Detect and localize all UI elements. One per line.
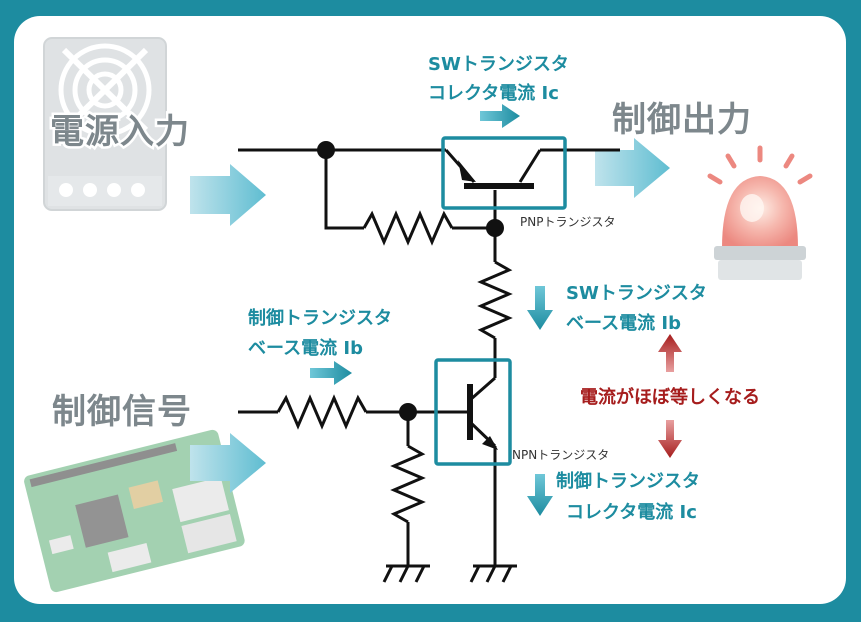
input-flow-arrow xyxy=(190,164,266,226)
power-input-label: 電源入力 xyxy=(50,112,190,152)
ctrl-collector-label-line1: 制御トランジスタ xyxy=(556,470,700,492)
sw-base-label-line2: ベース電流 Ib xyxy=(566,312,681,334)
ground-symbol-right xyxy=(469,564,517,583)
npn-part-label: NPNトランジスタ xyxy=(512,448,609,462)
collector-current-arrow xyxy=(480,104,520,128)
ctrl-base-label-line1: 制御トランジスタ xyxy=(248,307,392,329)
circuit-wires xyxy=(238,148,620,566)
power-supply-icon xyxy=(43,37,167,211)
sw-base-current-arrow xyxy=(527,286,553,330)
sw-collector-label-line2: コレクタ電流 Ic xyxy=(428,82,559,104)
pnp-part-label: PNPトランジスタ xyxy=(520,215,615,229)
warning-light-icon xyxy=(707,145,813,280)
sw-collector-label-line1: SWトランジスタ xyxy=(428,54,569,75)
output-flow-arrow xyxy=(595,138,670,198)
base-current-arrow xyxy=(310,361,352,385)
circuit-board-icon xyxy=(24,429,245,593)
equal-current-note: 電流がほぼ等しくなる xyxy=(580,386,760,408)
junction-node xyxy=(486,219,504,237)
npn-highlight-box xyxy=(434,358,512,466)
ground-symbol-left xyxy=(382,564,430,583)
junction-node xyxy=(317,141,335,159)
sw-base-label-line1: SWトランジスタ xyxy=(566,283,707,304)
equal-down-arrow xyxy=(658,420,682,458)
ctrl-base-label-line2: ベース電流 Ib xyxy=(248,337,363,359)
control-output-label: 制御出力 xyxy=(612,100,752,140)
ctrl-collector-current-arrow xyxy=(527,474,553,516)
equal-up-arrow xyxy=(658,334,682,372)
junction-node xyxy=(399,403,417,421)
control-signal-label: 制御信号 xyxy=(52,392,192,432)
pnp-highlight-box xyxy=(441,136,567,210)
signal-flow-arrow xyxy=(190,433,266,493)
ctrl-collector-label-line2: コレクタ電流 Ic xyxy=(566,501,697,523)
